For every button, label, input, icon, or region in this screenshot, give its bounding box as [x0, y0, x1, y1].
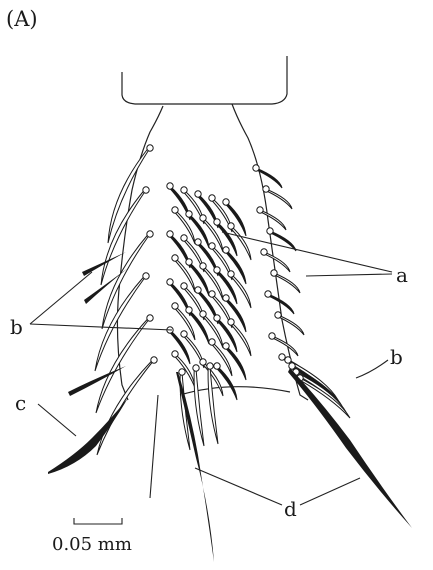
seta-socket	[186, 259, 192, 265]
seta-socket	[267, 228, 273, 234]
scale-bar-label: 0.05 mm	[52, 534, 132, 555]
seta-socket	[147, 315, 153, 321]
label-c: c	[15, 391, 26, 415]
seta-socket	[257, 207, 263, 213]
seta-socket	[279, 354, 285, 360]
seta-socket	[223, 247, 229, 253]
seta-socket	[228, 223, 234, 229]
label-b-right: b	[390, 345, 403, 369]
seta-socket	[172, 303, 178, 309]
seta-socket	[167, 279, 173, 285]
seta-socket	[271, 270, 277, 276]
seta-socket	[228, 319, 234, 325]
seta-socket	[143, 187, 149, 193]
seta-socket	[200, 215, 206, 221]
seta-socket	[200, 311, 206, 317]
seta-socket	[253, 165, 259, 171]
seta-socket	[269, 333, 275, 339]
seta-socket	[143, 273, 149, 279]
seta-socket	[214, 219, 220, 225]
seta-socket	[275, 312, 281, 318]
seta-socket	[195, 191, 201, 197]
setae-right-row	[253, 165, 350, 418]
seta-socket	[261, 249, 267, 255]
seta-socket	[181, 331, 187, 337]
dark-setae	[48, 252, 412, 562]
seta-socket	[214, 315, 220, 321]
hollow-seta	[194, 368, 204, 446]
seta-socket	[289, 363, 295, 369]
seta-socket	[195, 287, 201, 293]
hollow-seta	[258, 210, 286, 230]
seta-socket	[172, 351, 178, 357]
dark-seta	[254, 168, 282, 188]
seta-socket	[265, 291, 271, 297]
seta-socket	[167, 183, 173, 189]
seta-socket	[209, 291, 215, 297]
setae-central-cluster	[167, 183, 251, 450]
hollow-seta	[97, 360, 154, 455]
seta-socket	[186, 211, 192, 217]
seta-socket	[147, 231, 153, 237]
hollow-seta	[262, 252, 290, 272]
hollow-seta	[270, 336, 298, 356]
seta-socket	[181, 283, 187, 289]
seta-socket	[193, 365, 199, 371]
hollow-seta	[264, 189, 292, 209]
seta-socket	[223, 343, 229, 349]
seta-socket	[214, 363, 220, 369]
seta-socket	[223, 199, 229, 205]
seta-socket	[285, 357, 291, 363]
seta-socket	[179, 369, 185, 375]
seta-socket	[223, 295, 229, 301]
hollow-seta	[276, 315, 304, 335]
seta-socket	[195, 239, 201, 245]
seta-socket	[207, 363, 213, 369]
panel-label: (A)	[6, 7, 38, 31]
seta-socket	[147, 145, 153, 151]
seta-socket	[209, 243, 215, 249]
scale-bar: 0.05 mm	[52, 518, 132, 555]
seta-socket	[263, 186, 269, 192]
seta-socket	[181, 235, 187, 241]
hollow-seta	[108, 148, 150, 243]
seta-socket	[172, 207, 178, 213]
seta-socket	[228, 271, 234, 277]
label-a: a	[396, 263, 408, 287]
seta-socket	[167, 231, 173, 237]
setae-left-row	[95, 145, 157, 455]
seta-socket	[209, 339, 215, 345]
seta-socket	[186, 307, 192, 313]
seta-socket	[172, 255, 178, 261]
label-b-left: b	[10, 315, 23, 339]
label-d: d	[284, 497, 297, 521]
seta-socket	[209, 195, 215, 201]
seta-socket	[214, 267, 220, 273]
seta-socket	[200, 359, 206, 365]
seta-socket	[151, 357, 157, 363]
seta-socket	[200, 263, 206, 269]
seta-socket	[181, 187, 187, 193]
